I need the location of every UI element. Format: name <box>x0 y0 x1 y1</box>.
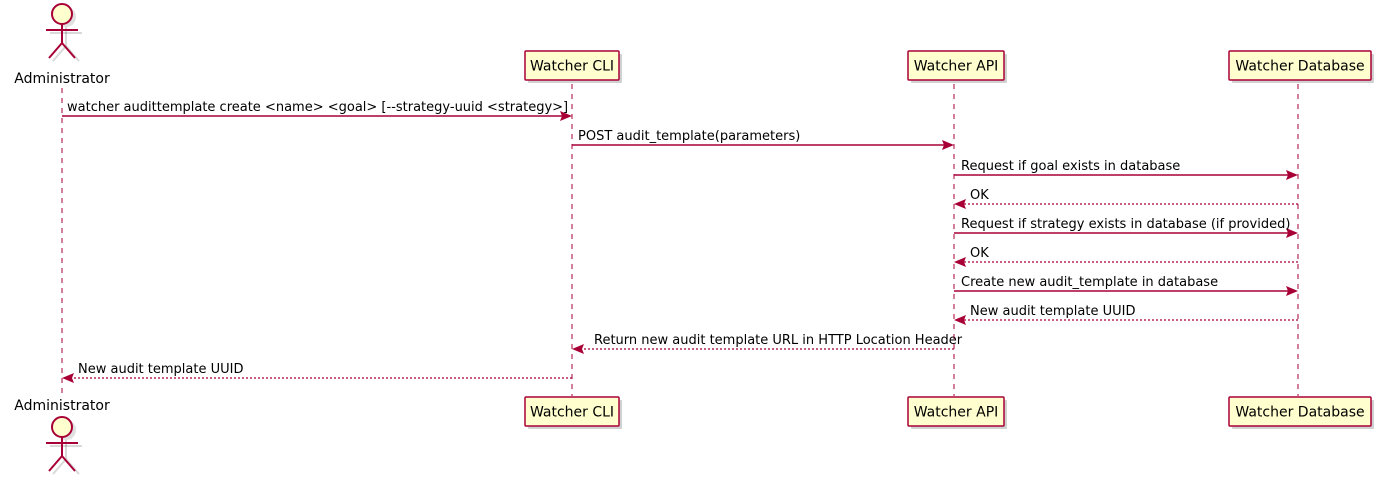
actor-label-administrator-bottom: Administrator <box>14 398 110 414</box>
message-5[interactable]: Request if strategy exists in database (… <box>954 217 1298 238</box>
message-4[interactable]: OK <box>954 188 1298 209</box>
message-2[interactable]: POST audit_template(parameters) <box>572 129 954 150</box>
participant-label-watcher-cli-bottom: Watcher CLI <box>530 405 614 421</box>
message-4-arrowhead-icon <box>954 199 966 209</box>
message-8[interactable]: New audit template UUID <box>954 304 1298 325</box>
message-9-arrowhead-icon <box>572 344 584 354</box>
participant-label-watcher-api-top: Watcher API <box>914 59 999 75</box>
message-10-arrowhead-icon <box>62 373 74 383</box>
message-3-label: Request if goal exists in database <box>961 159 1180 174</box>
participant-box-watcher-database-top[interactable]: Watcher Database <box>1228 50 1374 83</box>
participant-box-watcher-cli-top[interactable]: Watcher CLI <box>524 50 622 83</box>
message-9-label: Return new audit template URL in HTTP Lo… <box>594 333 963 348</box>
message-8-arrowhead-icon <box>954 315 966 325</box>
message-7-label: Create new audit_template in database <box>961 275 1218 290</box>
message-7-arrowhead-icon <box>1286 286 1298 296</box>
message-1-arrowhead-icon <box>560 111 572 121</box>
participant-box-watcher-api-top[interactable]: Watcher API <box>907 50 1007 83</box>
message-2-arrowhead-icon <box>942 140 954 150</box>
message-6[interactable]: OK <box>954 246 1298 267</box>
participant-box-watcher-cli-bottom[interactable]: Watcher CLI <box>524 396 622 429</box>
participant-box-watcher-database-bottom[interactable]: Watcher Database <box>1228 396 1374 429</box>
message-3[interactable]: Request if goal exists in database <box>954 159 1298 180</box>
message-10-label: New audit template UUID <box>78 362 243 377</box>
actor-label-administrator-top: Administrator <box>14 71 110 87</box>
actor-figure-bottom <box>46 416 78 472</box>
message-5-arrowhead-icon <box>1286 228 1298 238</box>
participant-label-watcher-api-bottom: Watcher API <box>914 405 999 421</box>
participant-label-watcher-database-top: Watcher Database <box>1235 59 1364 75</box>
message-10[interactable]: New audit template UUID <box>62 362 572 383</box>
actor-figure <box>46 3 78 59</box>
participant-box-watcher-api-bottom[interactable]: Watcher API <box>907 396 1007 429</box>
message-7[interactable]: Create new audit_template in database <box>954 275 1298 296</box>
participant-label-watcher-database-bottom: Watcher Database <box>1235 405 1364 421</box>
message-5-label: Request if strategy exists in database (… <box>961 217 1290 232</box>
message-3-arrowhead-icon <box>1286 170 1298 180</box>
message-9[interactable]: Return new audit template URL in HTTP Lo… <box>572 333 963 354</box>
participant-label-watcher-cli-top: Watcher CLI <box>530 59 614 75</box>
message-8-label: New audit template UUID <box>970 304 1135 319</box>
message-1[interactable]: watcher audittemplate create <name> <goa… <box>62 100 572 121</box>
message-6-label: OK <box>970 246 989 261</box>
message-2-label: POST audit_template(parameters) <box>578 129 800 144</box>
message-1-label: watcher audittemplate create <name> <goa… <box>67 100 568 115</box>
message-4-label: OK <box>970 188 989 203</box>
message-6-arrowhead-icon <box>954 257 966 267</box>
